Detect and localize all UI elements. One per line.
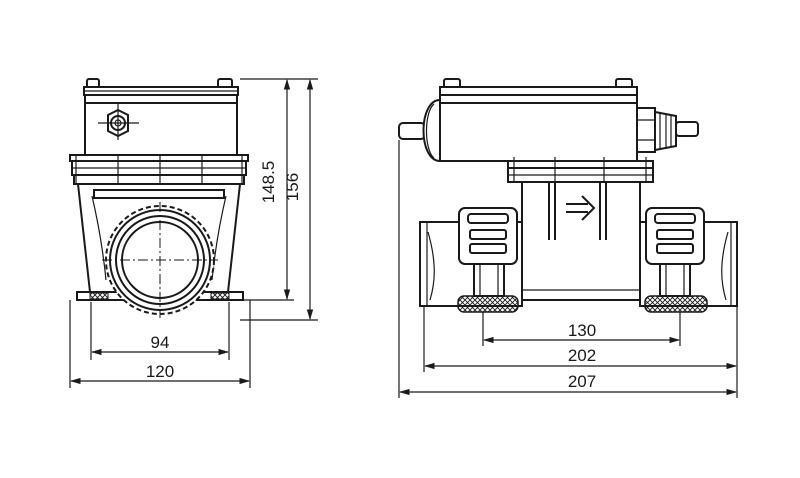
clamp-left [457,207,519,313]
dim-label-207: 207 [568,372,596,391]
front-junction-box [439,78,638,162]
center-housing [521,181,641,301]
side-flange [69,154,249,185]
pipe-union-nut [102,202,218,318]
side-junction-box [83,78,239,156]
dim-label-156: 156 [283,173,302,201]
front-cable-gland [636,107,699,153]
cable-gland-icon [98,104,139,140]
side-view [69,78,249,318]
clamp-right [644,207,708,313]
dim-label-202: 202 [568,346,596,365]
side-body [77,183,241,293]
dim-label-94: 94 [151,333,170,352]
dim-label-120: 120 [146,362,174,381]
dim-label-130: 130 [568,321,596,340]
dim-label-148-5: 148.5 [259,161,278,204]
front-view [398,78,738,313]
flow-arrow-icon [566,195,596,221]
front-dimensions: 130 202 207 [398,140,738,398]
sensor-cap [398,98,441,163]
front-flange [507,157,654,183]
side-dimensions: 94 120 148.5 156 [69,78,318,388]
